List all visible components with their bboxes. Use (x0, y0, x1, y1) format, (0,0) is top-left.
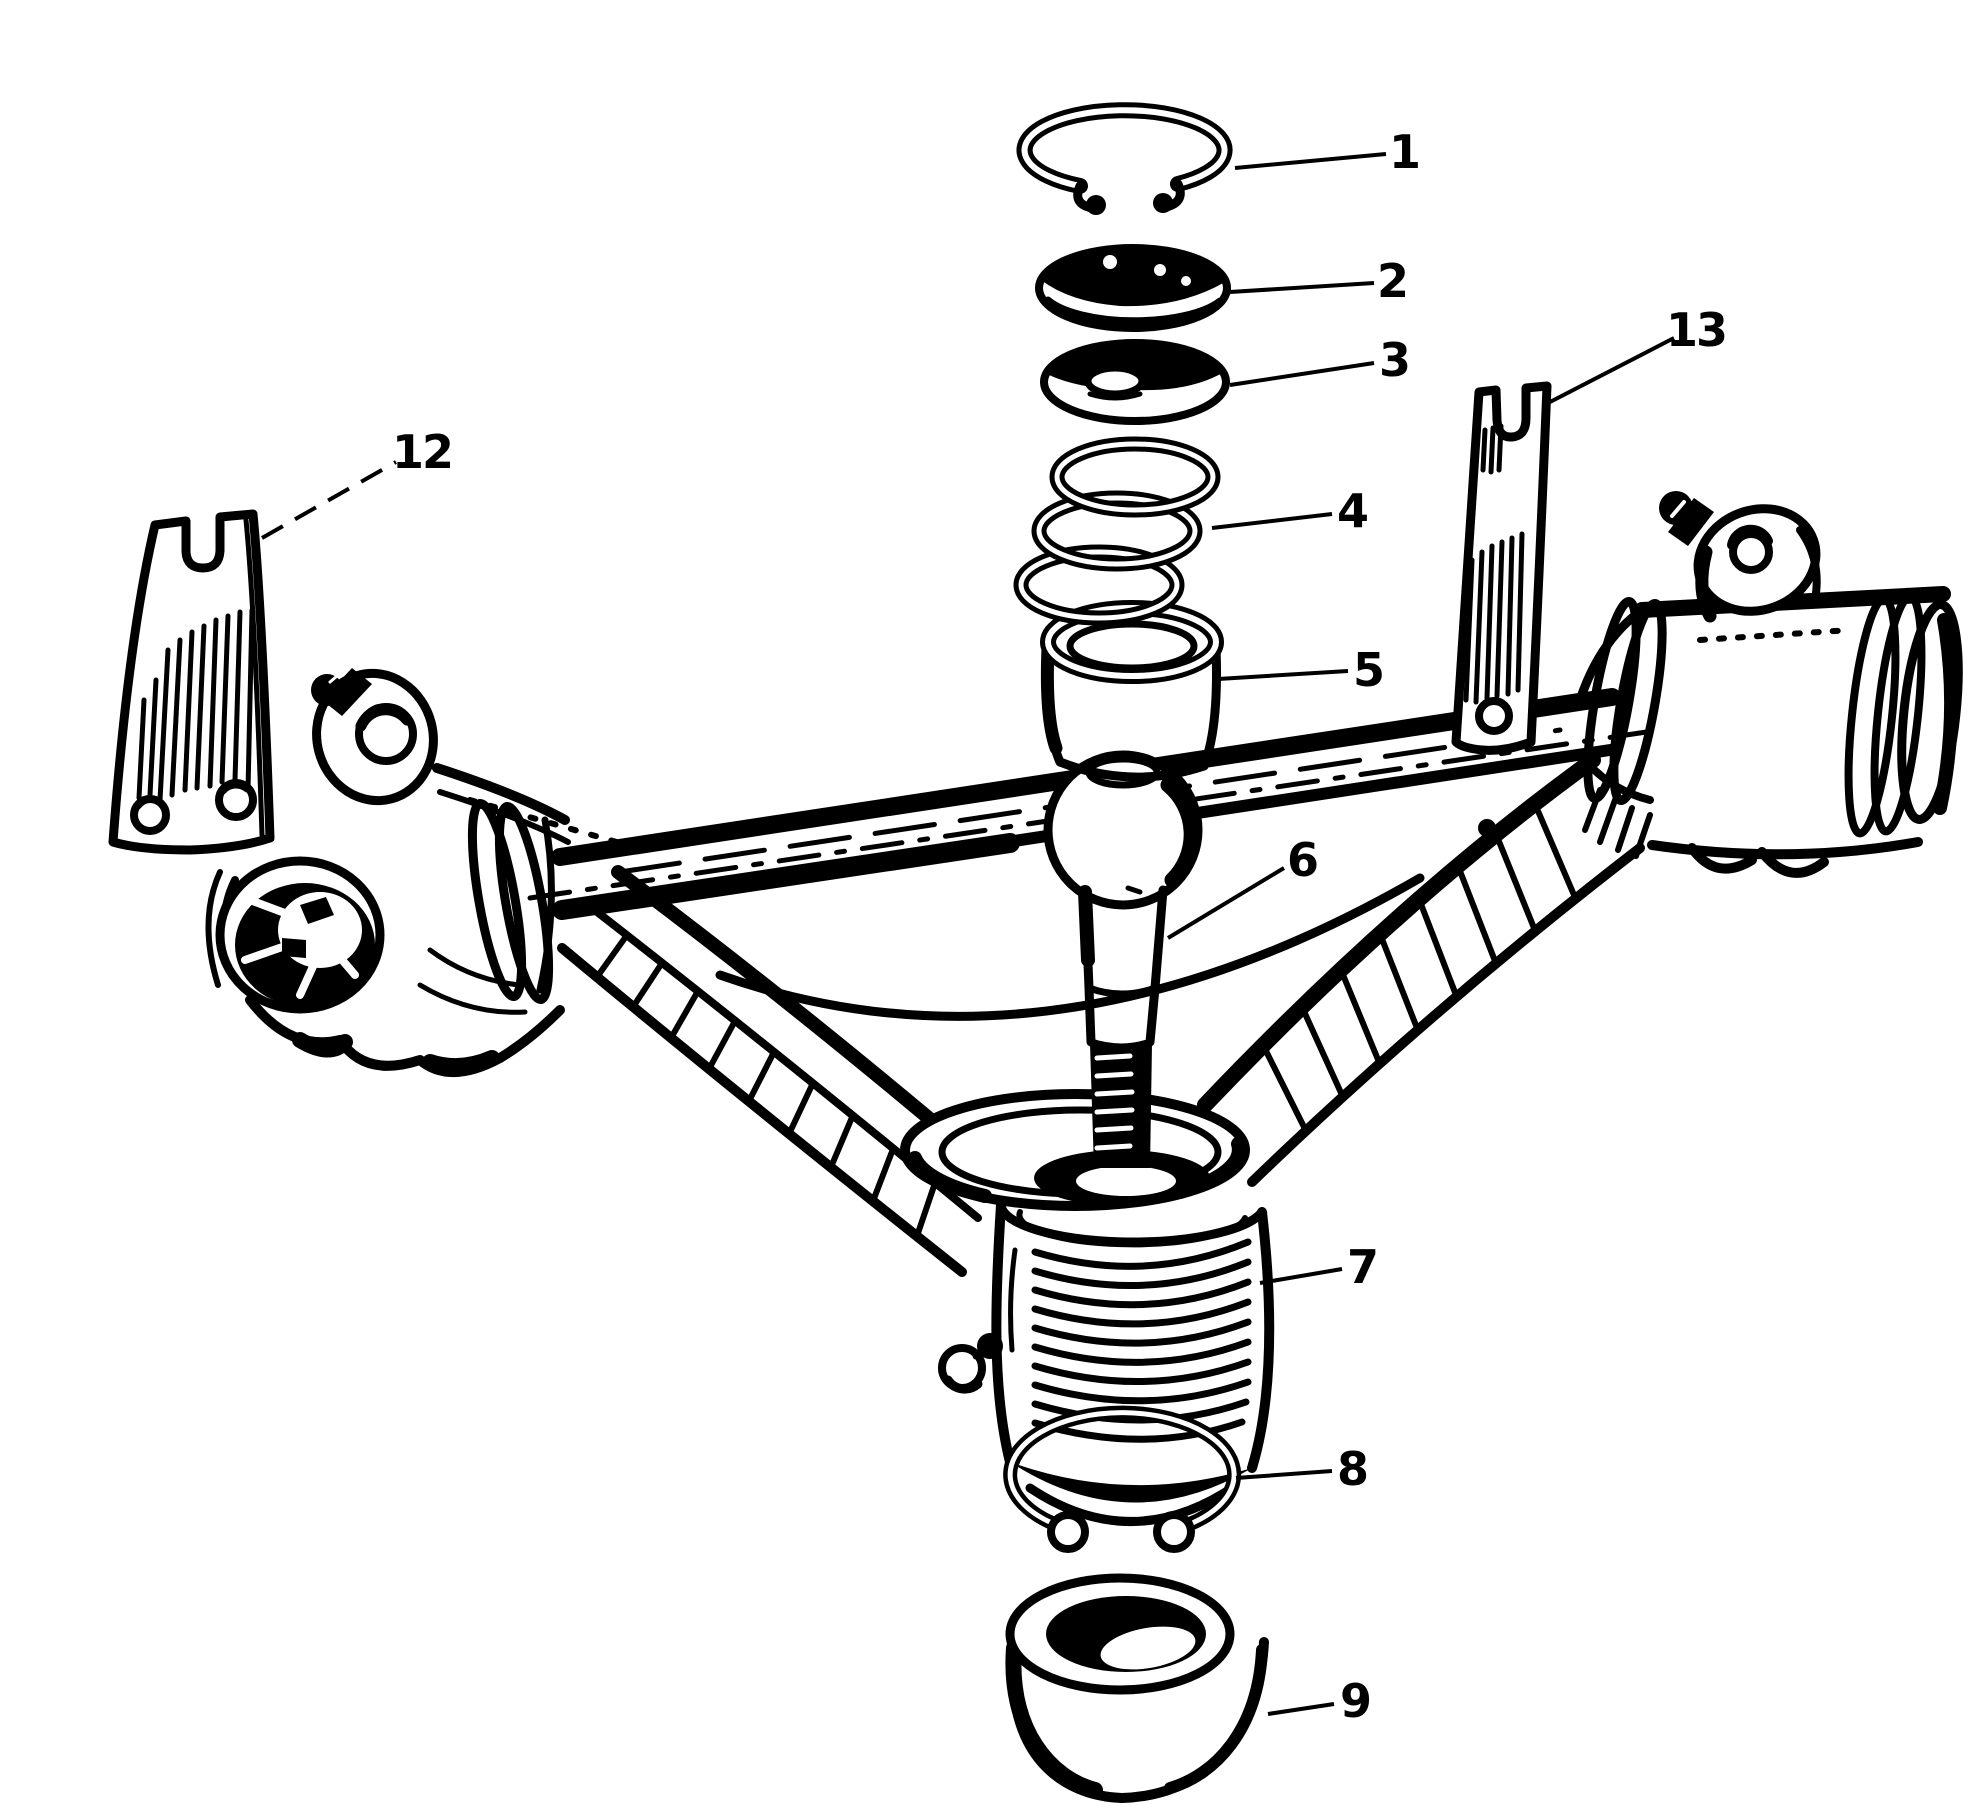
ball-stud (1043, 750, 1203, 1168)
callout-6-label: 6 (1287, 833, 1317, 887)
callout-2-leader (1229, 281, 1375, 294)
rivet-dot (1478, 819, 1496, 837)
dome-cap (1035, 244, 1231, 332)
callout-9-leader (1267, 1702, 1335, 1716)
callout-7-label: 7 (1347, 1240, 1377, 1294)
callout-8-leader (1235, 1469, 1333, 1480)
left-fork-bracket (108, 509, 275, 855)
ball-socket-housing (900, 1089, 1275, 1526)
right-arm-hatching (1260, 801, 1577, 1132)
callouts: 1 2 3 4 5 6 7 8 9 12 13 (261, 125, 1728, 1728)
bracket-hatching (136, 607, 255, 803)
callout-7-leader (1259, 1267, 1343, 1285)
callout-4-leader (1211, 512, 1333, 530)
left-arm (557, 865, 995, 1277)
callout-12-label: 12 (392, 425, 452, 479)
bracket-hole (1475, 697, 1513, 735)
left-arm-hatching (594, 932, 938, 1239)
callout-9-label: 9 (1340, 1674, 1370, 1728)
right-arm (1197, 752, 1645, 1187)
callout-6-leader (1166, 866, 1286, 940)
callout-1-leader (1234, 152, 1387, 170)
callout-5-label: 5 (1353, 643, 1383, 697)
callout-2-label: 2 (1377, 254, 1407, 308)
callout-5-leader (1217, 669, 1349, 681)
spring-washer (1040, 339, 1230, 425)
right-lug-bolt (1668, 498, 1714, 546)
left-pivot-housing (205, 668, 623, 1077)
lower-circlip (1003, 1405, 1242, 1553)
callout-13-label: 13 (1666, 303, 1726, 357)
callout-8-label: 8 (1337, 1442, 1367, 1496)
coil-spring (1013, 436, 1221, 626)
rear-pressing-edge (715, 873, 1425, 1021)
dust-boot (1005, 1573, 1269, 1803)
bracket-hatching (1463, 423, 1525, 705)
washer-hole (1084, 364, 1146, 398)
right-pivot-housing (1575, 491, 1963, 878)
callout-12-leader (261, 460, 397, 540)
right-neck-hatching (1582, 787, 1653, 859)
housing-bottom-band (1010, 1462, 1252, 1503)
callout-3-label: 3 (1379, 333, 1409, 387)
grease-nipple (938, 1333, 1003, 1394)
callout-4-label: 4 (1337, 484, 1367, 538)
upper-circlip (1016, 102, 1233, 215)
callout-3-leader (1229, 361, 1375, 387)
callout-13-leader (1549, 336, 1675, 404)
callout-1-label: 1 (1389, 125, 1419, 179)
right-strap-bracket (1451, 381, 1552, 755)
